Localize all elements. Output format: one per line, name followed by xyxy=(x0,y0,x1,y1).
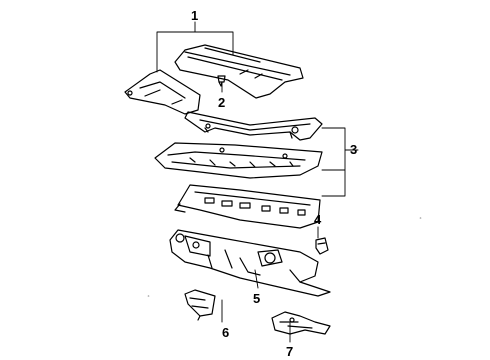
lower-bracket-right xyxy=(271,311,331,335)
leader-lines xyxy=(156,21,359,343)
cowl-reinforcement-upper xyxy=(184,111,323,141)
cowl-top-panel-left xyxy=(124,69,201,115)
small-bracket xyxy=(315,237,329,255)
cowl-top-panel-right xyxy=(174,44,304,99)
lower-bracket-left xyxy=(184,289,216,321)
retainer-clip xyxy=(217,75,226,87)
callout-7: 7 xyxy=(286,344,294,359)
scan-marks xyxy=(147,217,422,297)
callout-2: 2 xyxy=(218,95,226,110)
callout-3: 3 xyxy=(350,142,358,157)
callout-4: 4 xyxy=(314,212,322,227)
cowl-panel-middle xyxy=(154,142,323,179)
dash-panel-upper xyxy=(174,184,321,229)
dash-panel-lower xyxy=(169,229,331,297)
callout-6: 6 xyxy=(222,325,230,340)
callout-5: 5 xyxy=(253,291,261,306)
callout-1: 1 xyxy=(191,8,199,23)
